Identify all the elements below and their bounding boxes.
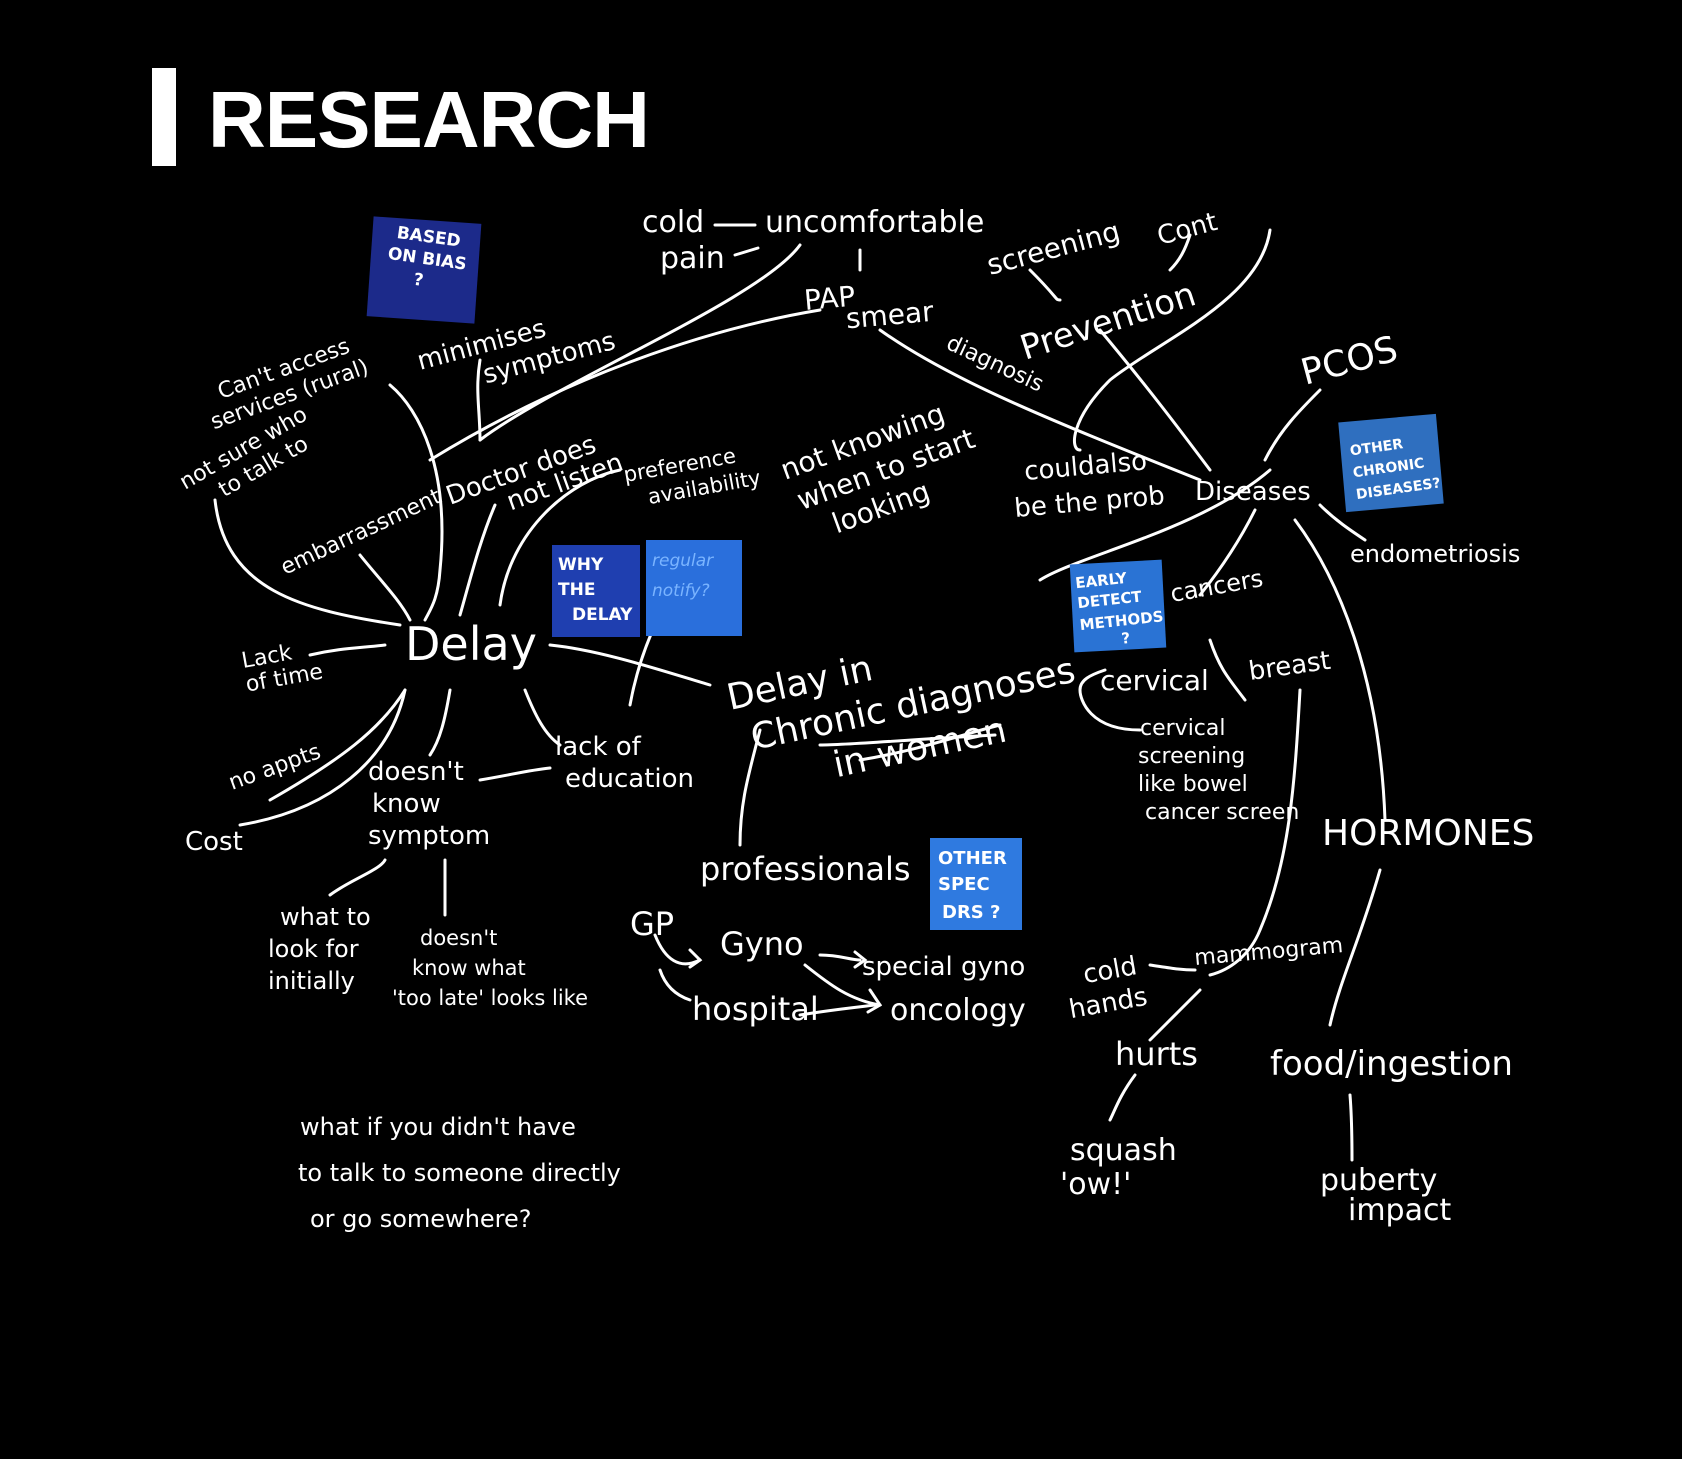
page-title: RESEARCH (208, 75, 650, 164)
sticky-note-other-chronic: OTHERCHRONICDISEASES? (1338, 413, 1444, 513)
node-pcos: PCOS (1297, 329, 1402, 394)
node-pap-smear: PAPsmear (803, 273, 936, 339)
sticky-note-based-on-bias: BASEDON BIAS? (366, 216, 482, 324)
node-no-appts: no appts (226, 739, 325, 795)
node-cervical: cervical (1100, 664, 1209, 697)
node-hurts: hurts (1115, 1035, 1198, 1073)
node-cold-hands: coldhands (1061, 950, 1150, 1025)
sticky-note-early-detect: EARLYDETECTMETHODS? (1069, 559, 1167, 653)
node-prevention: Prevention (1015, 274, 1200, 368)
node-diseases: Diseases (1195, 477, 1311, 507)
node-gyno: Gyno (720, 925, 804, 963)
node-center: Delay inChronic diagnosesin women (723, 607, 1088, 805)
node-breast: breast (1247, 646, 1333, 687)
node-hospital: hospital (692, 990, 819, 1028)
node-screening: screening (983, 215, 1123, 282)
node-preference: preferenceavailability (622, 440, 763, 513)
node-labels: cold pain uncomfortable PAPsmear screeni… (176, 205, 1535, 1233)
connector-lines (213, 223, 1387, 1162)
node-doctor: Doctor doesnot listen (442, 423, 627, 536)
node-squash: squash'ow!' (1060, 1133, 1177, 1202)
node-uncomfortable: uncomfortable (765, 205, 984, 240)
node-professionals: professionals (700, 850, 911, 888)
node-gp: GP (630, 905, 674, 943)
node-pain: pain (660, 241, 725, 276)
node-cold: cold (642, 205, 704, 240)
node-cost: Cost (185, 827, 243, 857)
title-accent-bar (152, 68, 176, 166)
node-embarrassment: embarrassment (277, 484, 446, 580)
node-food: food/ingestion (1270, 1044, 1513, 1084)
node-delay: Delay (405, 617, 537, 671)
node-special-gyno: special gyno (862, 952, 1025, 982)
node-oncology: oncology (890, 993, 1026, 1028)
node-mammogram: mammogram (1193, 933, 1344, 971)
node-hormones: HORMONES (1322, 813, 1534, 854)
node-couldalso: couldalsobe the prob (1010, 445, 1166, 524)
node-endometriosis: endometriosis (1350, 540, 1520, 568)
node-not-knowing: not knowingwhen to startlooking (776, 390, 991, 550)
node-lack-time: Lackof time (240, 636, 325, 698)
